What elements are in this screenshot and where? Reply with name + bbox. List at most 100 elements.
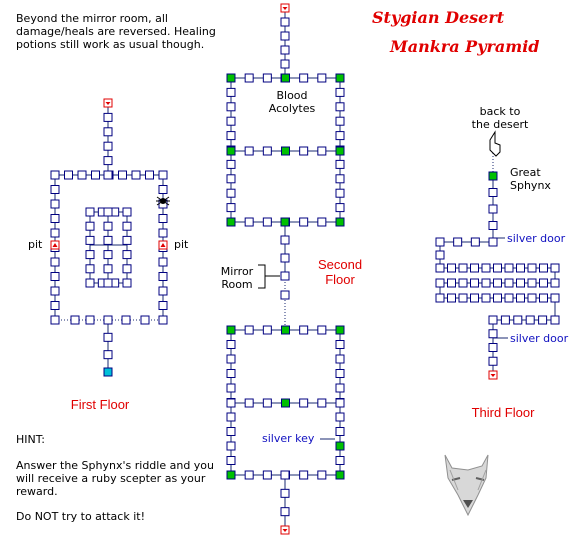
silver-key-label: silver key bbox=[262, 432, 315, 445]
room bbox=[335, 383, 345, 393]
room bbox=[493, 293, 502, 303]
room bbox=[103, 221, 113, 231]
pit-label-right: pit bbox=[174, 238, 189, 251]
room bbox=[50, 170, 60, 180]
room bbox=[262, 217, 272, 227]
room bbox=[122, 235, 132, 245]
room bbox=[550, 278, 560, 288]
room bbox=[158, 257, 168, 267]
room bbox=[50, 199, 60, 209]
room bbox=[85, 315, 95, 325]
back-to-desert-line1: back to bbox=[479, 105, 521, 118]
special-room bbox=[488, 171, 498, 181]
room bbox=[226, 383, 236, 393]
room bbox=[140, 315, 150, 325]
room bbox=[121, 315, 131, 325]
room bbox=[85, 221, 95, 231]
room bbox=[435, 278, 445, 288]
room bbox=[158, 228, 168, 238]
room bbox=[527, 278, 537, 288]
room bbox=[85, 278, 95, 288]
room bbox=[103, 207, 113, 217]
room bbox=[435, 263, 445, 273]
room bbox=[504, 293, 514, 303]
room bbox=[103, 264, 113, 274]
room bbox=[335, 427, 345, 436]
room bbox=[64, 170, 73, 180]
mirror-room-line1: Mirror bbox=[220, 265, 254, 278]
room bbox=[481, 293, 491, 303]
room bbox=[280, 290, 290, 300]
room bbox=[280, 59, 290, 69]
room bbox=[50, 315, 60, 325]
room bbox=[158, 301, 168, 310]
blood-acolytes-label: Blood Acolytes bbox=[262, 89, 322, 115]
room bbox=[335, 340, 345, 349]
room bbox=[226, 159, 236, 169]
room bbox=[481, 278, 491, 288]
room bbox=[335, 174, 345, 184]
room bbox=[488, 343, 498, 352]
third-floor-label: Third Floor bbox=[471, 405, 535, 420]
room bbox=[299, 73, 309, 83]
room bbox=[317, 398, 327, 408]
room bbox=[488, 356, 498, 366]
room bbox=[335, 102, 345, 112]
room bbox=[158, 315, 168, 325]
room bbox=[516, 263, 525, 273]
room bbox=[488, 315, 498, 325]
back-to-desert-line2: the desert bbox=[471, 118, 529, 131]
room bbox=[91, 170, 100, 180]
room bbox=[50, 272, 60, 281]
room bbox=[85, 250, 95, 260]
room bbox=[299, 325, 309, 335]
room bbox=[481, 263, 491, 273]
room bbox=[103, 278, 113, 288]
first-floor-label: First Floor bbox=[70, 397, 130, 412]
room bbox=[122, 207, 132, 217]
special-room bbox=[335, 217, 345, 227]
room bbox=[158, 185, 168, 194]
room bbox=[435, 250, 445, 260]
special-room bbox=[281, 73, 290, 83]
special-room bbox=[281, 146, 290, 156]
great-sphynx-line2: Sphynx bbox=[510, 179, 551, 192]
room bbox=[262, 73, 272, 83]
room bbox=[516, 278, 525, 288]
room bbox=[85, 207, 95, 217]
map-title-line1: Stygian Desert bbox=[372, 8, 505, 27]
room bbox=[226, 354, 236, 364]
room bbox=[299, 398, 309, 408]
room bbox=[244, 146, 254, 156]
room bbox=[550, 293, 560, 303]
silver-door-top-label: silver door bbox=[507, 232, 566, 245]
room bbox=[317, 146, 327, 156]
room bbox=[280, 271, 290, 281]
room bbox=[103, 350, 113, 360]
special-room bbox=[226, 73, 236, 83]
room bbox=[226, 369, 236, 378]
room bbox=[244, 398, 254, 408]
room bbox=[513, 315, 523, 325]
room bbox=[280, 235, 290, 245]
special-room bbox=[226, 325, 236, 335]
room bbox=[262, 398, 272, 408]
stairs-icon bbox=[105, 102, 111, 105]
room bbox=[516, 293, 525, 303]
room bbox=[244, 217, 254, 227]
special-room bbox=[280, 217, 290, 227]
room bbox=[226, 102, 236, 112]
room bbox=[488, 237, 498, 247]
special-room bbox=[335, 441, 345, 451]
room bbox=[122, 278, 132, 288]
room bbox=[85, 235, 95, 245]
room bbox=[280, 488, 290, 498]
room bbox=[550, 315, 560, 325]
room bbox=[226, 87, 236, 97]
room bbox=[470, 278, 479, 288]
second-floor-line2: Floor bbox=[325, 272, 355, 287]
room bbox=[131, 170, 141, 180]
room bbox=[488, 329, 498, 339]
room bbox=[226, 116, 236, 126]
